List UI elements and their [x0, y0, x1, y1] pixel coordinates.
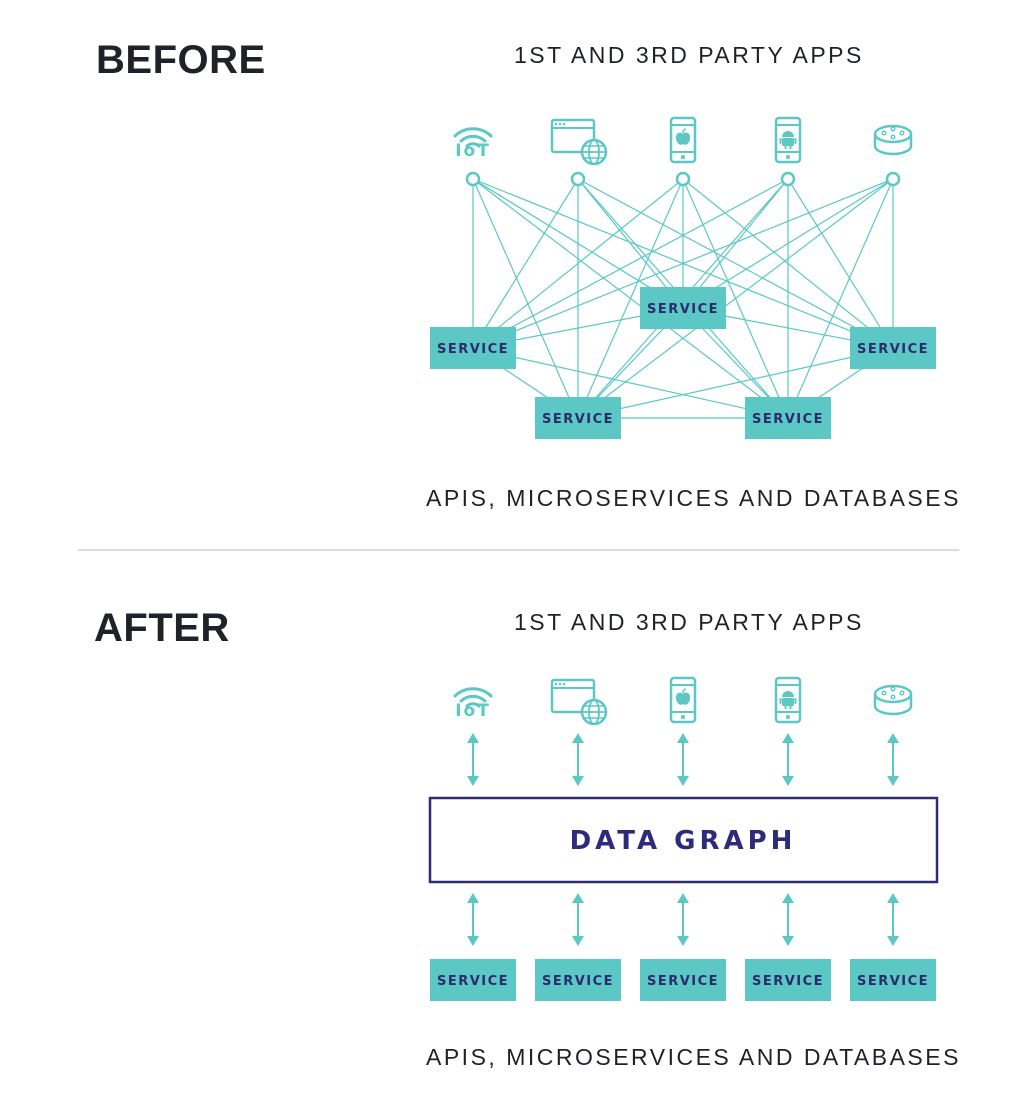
after-service-box: SERVICE — [430, 959, 516, 1001]
bidirectional-arrow — [782, 733, 794, 786]
service-label: SERVICE — [647, 302, 719, 317]
app-connection-node — [780, 171, 796, 187]
data-graph-label: DATA GRAPH — [570, 826, 797, 856]
bidirectional-arrow — [782, 893, 794, 946]
before-heading: BEFORE — [96, 38, 266, 82]
before-service-box: SERVICE — [535, 397, 621, 439]
apple-phone-icon — [671, 118, 695, 162]
service-label: SERVICE — [857, 342, 929, 357]
service-label: SERVICE — [752, 974, 824, 989]
iot-icon-label: IoT — [455, 701, 491, 721]
bidirectional-arrow — [677, 733, 689, 786]
bidirectional-arrow — [467, 733, 479, 786]
android-phone-icon — [776, 118, 800, 162]
before-backend-caption: APIS, MICROSERVICES AND DATABASES — [426, 485, 961, 511]
after-service-box: SERVICE — [745, 959, 831, 1001]
smart-speaker-icon — [873, 124, 913, 156]
service-label: SERVICE — [857, 974, 929, 989]
bidirectional-arrow — [677, 893, 689, 946]
before-apps-caption: 1ST AND 3RD PARTY APPS — [514, 42, 864, 68]
before-service-box: SERVICE — [850, 327, 936, 369]
before-service-box: SERVICE — [745, 397, 831, 439]
app-connection-node — [570, 171, 586, 187]
after-service-box: SERVICE — [850, 959, 936, 1001]
android-phone-icon — [776, 678, 800, 722]
app-connection-node — [675, 171, 691, 187]
service-label: SERVICE — [542, 412, 614, 427]
web-browser-icon — [550, 678, 608, 726]
after-service-box: SERVICE — [640, 959, 726, 1001]
bidirectional-arrow — [467, 893, 479, 946]
service-label: SERVICE — [437, 974, 509, 989]
iot-icon: IoT — [453, 127, 493, 161]
service-label: SERVICE — [542, 974, 614, 989]
service-label: SERVICE — [647, 974, 719, 989]
smart-speaker-icon — [873, 684, 913, 716]
data-graph-box: DATA GRAPH — [428, 796, 939, 884]
iot-icon: IoT — [453, 687, 493, 721]
before-service-box: SERVICE — [640, 287, 726, 329]
bidirectional-arrow — [572, 893, 584, 946]
app-connection-node — [465, 171, 481, 187]
app-connection-node — [885, 171, 901, 187]
service-label: SERVICE — [437, 342, 509, 357]
apple-phone-icon — [671, 678, 695, 722]
before-service-box: SERVICE — [430, 327, 516, 369]
web-browser-icon — [550, 118, 608, 166]
service-label: SERVICE — [752, 412, 824, 427]
after-heading: AFTER — [94, 606, 230, 650]
bidirectional-arrow — [887, 733, 899, 786]
before-connection-mesh — [465, 171, 901, 419]
bidirectional-arrow — [887, 893, 899, 946]
after-apps-caption: 1ST AND 3RD PARTY APPS — [514, 609, 864, 635]
bidirectional-arrow — [572, 733, 584, 786]
after-arrows — [467, 733, 899, 946]
section-divider — [78, 549, 959, 551]
after-service-box: SERVICE — [535, 959, 621, 1001]
iot-icon-label: IoT — [455, 141, 491, 161]
after-backend-caption: APIS, MICROSERVICES AND DATABASES — [426, 1044, 961, 1070]
